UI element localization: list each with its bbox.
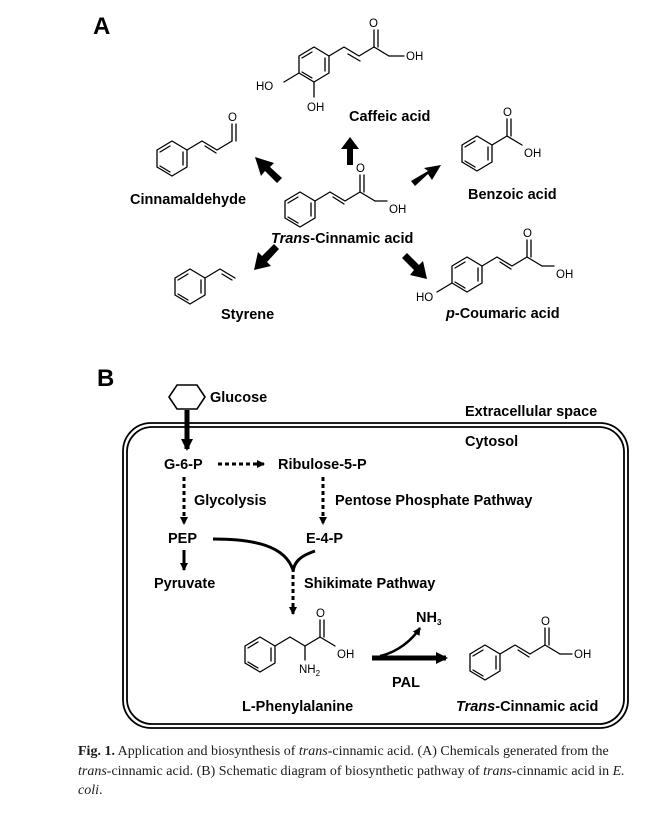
cinnamic-acid-structure: O OH — [284, 163, 406, 228]
cinnamaldehyde-structure: O — [156, 112, 237, 177]
svg-text:OH: OH — [337, 649, 354, 661]
benzoic-acid-structure: O OH — [461, 107, 541, 172]
arrow-to-caffeic — [341, 137, 359, 165]
product-cinnamic-acid-structure: O OH — [469, 616, 591, 681]
panel-b-letter: B — [97, 365, 114, 392]
svg-text:O: O — [316, 608, 325, 620]
glucose-hexagon-icon — [168, 384, 206, 410]
e4p-label: E-4-P — [306, 531, 343, 547]
svg-text:NH2: NH2 — [299, 664, 321, 678]
styrene-label: Styrene — [221, 307, 274, 323]
cell-membrane-inner — [126, 426, 625, 725]
phenylalanine-structure: O OH NH2 — [244, 608, 354, 678]
phenylalanine-label: L-Phenylalanine — [242, 699, 353, 715]
svg-text:OH: OH — [556, 269, 573, 281]
svg-text:HO: HO — [416, 292, 433, 304]
cell-membrane-outer — [122, 422, 629, 729]
caffeic-acid-structure: O OH HO OH — [256, 18, 423, 114]
pep-merge-curve — [212, 537, 295, 571]
ribulose-label: Ribulose-5-P — [278, 457, 367, 473]
svg-text:OH: OH — [574, 649, 591, 661]
pep-label: PEP — [168, 531, 197, 547]
svg-text:O: O — [503, 107, 512, 119]
arrow-to-coumaric — [402, 253, 427, 279]
extracellular-label: Extracellular space — [465, 404, 597, 420]
figure-canvas: A O OH HO OH Caffeic acid O Cinnamaldehy… — [93, 13, 629, 729]
svg-text:O: O — [541, 616, 550, 628]
svg-text:O: O — [228, 112, 237, 124]
glycolysis-label: Glycolysis — [194, 493, 267, 509]
cinnamaldehyde-label: Cinnamaldehyde — [130, 192, 246, 208]
figure-caption: Fig. 1. Application and biosynthesis of … — [78, 744, 625, 798]
figure-number: Fig. 1. — [78, 744, 115, 759]
arrow-to-styrene — [254, 244, 279, 270]
arrow-to-cinnamaldehyde — [255, 157, 282, 183]
pal-label: PAL — [392, 675, 420, 691]
styrene-structure — [174, 268, 236, 305]
coumaric-acid-label: p-Coumaric acid — [445, 306, 560, 322]
panel-a-arrows — [254, 137, 441, 279]
svg-text:OH: OH — [524, 148, 541, 160]
panel-a-letter: A — [93, 13, 110, 40]
e4p-merge-curve — [291, 549, 316, 573]
cinnamic-acid-label: Trans-Cinnamic acid — [271, 231, 413, 247]
svg-text:OH: OH — [406, 51, 423, 63]
svg-text:O: O — [523, 228, 532, 240]
svg-text:OH: OH — [307, 102, 324, 114]
nh3-label: NH3 — [416, 610, 442, 627]
coumaric-acid-structure: O OH HO — [416, 228, 573, 304]
arrow-to-benzoic — [411, 165, 441, 186]
glucose-label: Glucose — [210, 390, 267, 406]
svg-text:O: O — [369, 18, 378, 30]
nh3-release-curve — [379, 627, 422, 658]
g6p-label: G-6-P — [164, 457, 203, 473]
product-cinnamic-acid-label: Trans-Cinnamic acid — [456, 699, 598, 715]
pyruvate-label: Pyruvate — [154, 576, 215, 592]
svg-text:O: O — [356, 163, 365, 175]
ppp-label: Pentose Phosphate Pathway — [335, 493, 532, 509]
svg-text:OH: OH — [389, 204, 406, 216]
caffeic-acid-label: Caffeic acid — [349, 109, 430, 125]
benzoic-acid-label: Benzoic acid — [468, 187, 557, 203]
shikimate-label: Shikimate Pathway — [304, 576, 435, 592]
cytosol-label: Cytosol — [465, 434, 518, 450]
svg-text:HO: HO — [256, 81, 273, 93]
